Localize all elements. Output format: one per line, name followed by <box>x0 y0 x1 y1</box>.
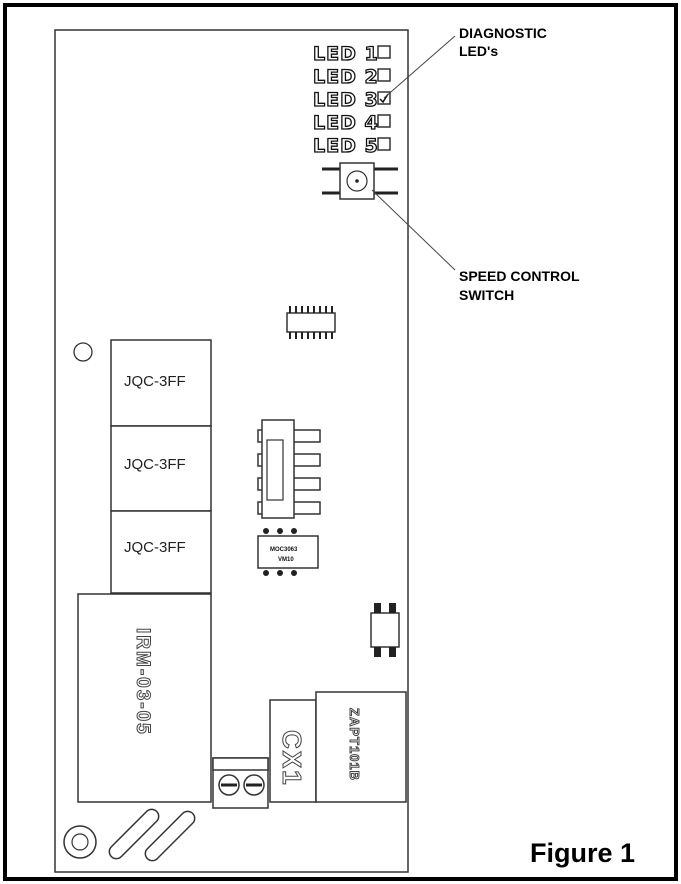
led-box-2 <box>377 68 391 82</box>
slanted-slots <box>108 808 196 862</box>
relay-2: JQC-3FF <box>110 425 212 512</box>
led-box-5 <box>377 137 391 151</box>
smd-component <box>370 603 400 657</box>
bottom-mounting-ring-inner <box>71 833 89 851</box>
driver-chip: MOC3063 VM10 <box>257 528 319 576</box>
speed-switch-callout: SPEED CONTROL SWITCH <box>459 268 583 303</box>
screw-terminals <box>212 757 269 809</box>
diagnostic-leader-line <box>383 35 456 99</box>
relay-1-label: JQC-3FF <box>124 373 186 390</box>
led-label-5: LED 5 <box>313 135 379 157</box>
led-box-4 <box>377 114 391 128</box>
power-module: IRM-03-05 <box>77 593 212 803</box>
led-3-check-mark <box>379 93 389 104</box>
relay-2-label: JQC-3FF <box>124 456 186 473</box>
connector-label: CX1 <box>277 730 307 787</box>
relay-3-label: JQC-3FF <box>124 539 186 556</box>
outer-frame <box>3 3 678 881</box>
power-module-label: IRM-03-05 <box>132 628 153 736</box>
relay-1: JQC-3FF <box>110 339 212 427</box>
driver-chip-label-1: MOC3063 <box>270 547 298 553</box>
led-box-1 <box>377 45 391 59</box>
speed-control-switch <box>322 162 398 200</box>
led-group: LED 1 LED 2 LED 3 LED 4 LED 5 <box>312 42 391 158</box>
relay-3: JQC-3FF <box>110 510 212 594</box>
figure-label: Figure 1 <box>530 838 635 868</box>
led-label-3: LED 3 <box>313 89 379 111</box>
diagnostic-callout: DIAGNOSTIC LED's <box>459 25 551 59</box>
driver-chip-label-2: VM10 <box>278 557 294 563</box>
led-label-4: LED 4 <box>313 112 379 134</box>
terminal-block-module: ZAPT101B <box>315 691 407 803</box>
switch-leader-line <box>371 189 456 271</box>
connector-cx1: CX1 <box>269 699 317 803</box>
mounting-hole <box>73 342 93 362</box>
led-label-2: LED 2 <box>313 66 379 88</box>
led-label-1: LED 1 <box>313 43 379 65</box>
dip-chip <box>286 306 336 339</box>
terminal-block-label: ZAPT101B <box>347 708 362 781</box>
heat-sink <box>257 419 321 519</box>
